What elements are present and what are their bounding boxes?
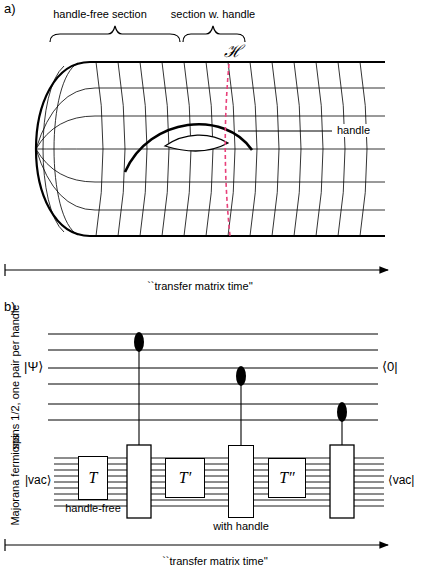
spin-line	[48, 350, 378, 351]
axis-label: ``transfer matrix time''	[147, 280, 253, 293]
operator-label: T″	[279, 470, 295, 486]
operator-box: T″	[268, 458, 306, 498]
surface-drawing	[36, 62, 385, 236]
grid-line	[36, 149, 385, 182]
brace	[50, 26, 180, 42]
spin-line	[48, 334, 378, 335]
operator-box: T′	[165, 458, 205, 498]
box-caption: handle-free	[65, 502, 121, 514]
operator-label: T	[89, 470, 98, 486]
state-label: ⟨vac|	[388, 474, 414, 488]
time-arrow	[5, 269, 388, 270]
control-dot	[134, 332, 144, 352]
control-dot	[236, 366, 246, 386]
coupling-box	[330, 445, 354, 518]
panel-label: a)	[4, 2, 16, 17]
surface-outline	[36, 62, 385, 236]
cut-line	[225, 64, 230, 236]
register-label: Majorana fermions	[9, 434, 22, 525]
operator-box: with handle	[228, 445, 254, 518]
grid-line	[162, 62, 169, 236]
state-label: |vac⟩	[25, 474, 51, 488]
coupling-box	[127, 445, 151, 518]
state-label: |Ψ⟩	[24, 360, 43, 375]
grid-line	[228, 62, 235, 236]
circuit-drawing	[48, 332, 384, 518]
handle-arc	[125, 124, 252, 172]
spin-line	[48, 368, 378, 369]
grid-line	[338, 62, 345, 236]
grid-line	[118, 62, 125, 236]
section-label: section w. handle	[171, 8, 255, 21]
spin-line	[48, 404, 378, 405]
grid-line	[360, 62, 367, 236]
time-arrow	[5, 544, 388, 545]
register-label: spins 1/2, one pair per handle	[9, 305, 22, 450]
control-dot	[337, 402, 347, 422]
operator-label: T′	[179, 470, 191, 486]
axis-label: ``transfer matrix time''	[162, 555, 268, 568]
grid-line	[316, 62, 323, 236]
handle-label: handle	[335, 124, 372, 137]
spin-line	[48, 384, 378, 385]
hilbert-space-label: ℋ	[224, 42, 242, 62]
arrow-tick	[4, 539, 5, 551]
leader-line	[238, 131, 332, 132]
box-caption: with handle	[213, 520, 269, 532]
arrow-tick	[4, 264, 5, 276]
handle-hole	[165, 135, 228, 151]
section-label: handle-free section	[53, 8, 147, 21]
brace	[183, 26, 245, 42]
control-line	[240, 376, 241, 445]
state-label: ⟨0|	[382, 360, 398, 375]
control-line	[138, 342, 139, 445]
grid-line	[272, 62, 279, 236]
spin-line	[48, 420, 378, 421]
grid-line	[294, 62, 301, 236]
operator-box: Thandle-free	[78, 456, 108, 500]
grid-line	[96, 62, 103, 236]
